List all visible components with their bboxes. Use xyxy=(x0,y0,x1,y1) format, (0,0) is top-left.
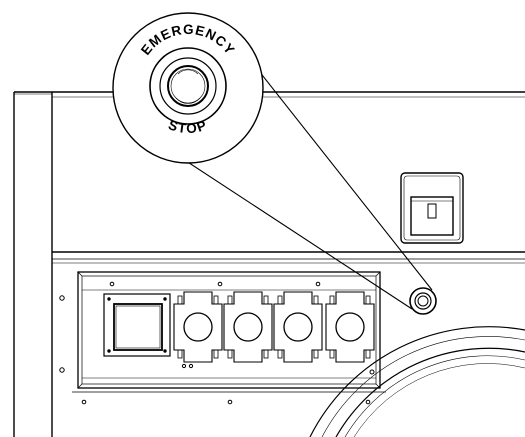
rocker-switch: 0 xyxy=(400,172,464,244)
panel-screws xyxy=(109,281,321,369)
callout-leader-lines xyxy=(147,41,433,310)
emergency-stop-button[interactable] xyxy=(409,287,437,315)
knob-module xyxy=(223,291,273,363)
knob-module xyxy=(173,291,223,363)
display-module xyxy=(103,293,171,357)
emergency-stop-callout: EMERGENCY STOP xyxy=(112,12,264,164)
stop-label: STOP xyxy=(166,117,209,136)
frame-screws xyxy=(59,295,375,405)
knob-modules xyxy=(173,291,375,363)
knob xyxy=(283,312,313,342)
stop-button-cap xyxy=(167,65,209,107)
drum-door xyxy=(309,326,525,437)
knob xyxy=(183,312,213,342)
knob-module xyxy=(325,291,375,363)
knob xyxy=(233,312,263,342)
machine-frame xyxy=(13,91,525,437)
knob xyxy=(335,312,365,342)
control-panel xyxy=(72,271,386,393)
knob-module xyxy=(273,291,323,363)
